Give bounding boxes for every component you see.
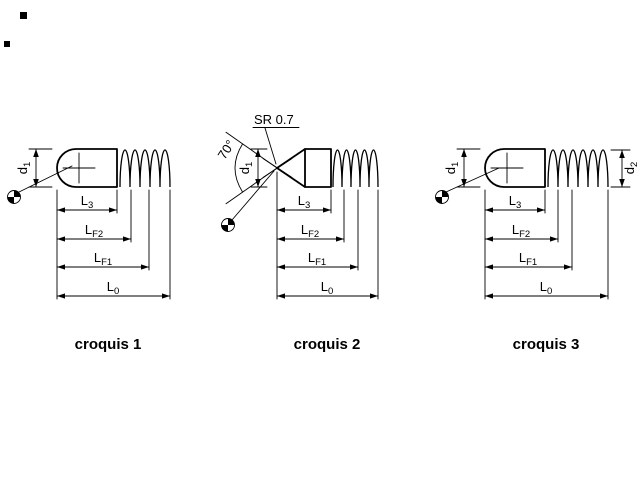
dimension-lf1: LF1: [484, 250, 573, 270]
dimension-label-l3: L3: [81, 193, 94, 211]
dimension-lf2: LF2: [484, 222, 559, 242]
dimension-label-d1: d1: [15, 162, 33, 175]
plunger-body: [484, 148, 546, 188]
datum-symbol: [7, 165, 73, 204]
plunger-body-pointed: [276, 148, 332, 188]
dimension-lf1: LF1: [276, 250, 359, 270]
dimension-label-d2: d2: [622, 162, 640, 175]
dimension-label-lf2: LF2: [85, 222, 103, 240]
dimension-label-l0: L0: [540, 279, 553, 297]
dimension-d2: d2: [610, 149, 640, 188]
spring: [332, 149, 379, 188]
dimension-label-d1: d1: [237, 162, 255, 175]
dimension-lf1: LF1: [56, 250, 150, 270]
print-mark: [4, 41, 10, 47]
extension-lines: [276, 171, 379, 300]
print-mark: [20, 12, 27, 19]
dimension-lf2: LF2: [56, 222, 132, 242]
dimension-l3: L3: [56, 193, 118, 213]
sphere-radius-callout: SR 0.7: [252, 112, 300, 165]
extension-lines: [56, 189, 171, 300]
extension-lines: [484, 189, 609, 300]
dimension-d1: d1: [15, 148, 53, 188]
dimension-label-lf2: LF2: [512, 222, 530, 240]
dimension-l3: L3: [276, 193, 332, 213]
dimension-label-l0: L0: [107, 279, 120, 297]
croquis-2: 70° SR 0.7 d1: [215, 112, 379, 353]
caption-croquis-1: croquis 1: [75, 336, 142, 353]
caption-croquis-2: croquis 2: [294, 336, 361, 353]
dimension-label-l0: L0: [321, 279, 334, 297]
dimension-l0: L0: [56, 279, 171, 299]
dimension-d1: d1: [237, 148, 268, 188]
dimension-label-lf1: LF1: [519, 250, 537, 268]
dimension-l0: L0: [484, 279, 609, 299]
center-cross: [490, 152, 524, 184]
datum-symbol: [221, 170, 275, 232]
croquis-1: d1 L3 LF2: [7, 148, 171, 353]
sphere-radius-label: SR 0.7: [254, 112, 294, 127]
dimension-l0: L0: [276, 279, 379, 299]
datum-symbol: [435, 167, 500, 204]
dimension-label-lf1: LF1: [308, 250, 326, 268]
angle-label: 70°: [215, 137, 238, 162]
dimension-label-l3: L3: [298, 193, 311, 211]
dimension-label-lf2: LF2: [301, 222, 319, 240]
dimension-label-lf1: LF1: [94, 250, 112, 268]
plunger-body: [56, 148, 118, 188]
spring: [547, 149, 609, 188]
dimension-d1: d1: [443, 148, 481, 188]
dimension-label-d1: d1: [443, 162, 461, 175]
dimension-l3: L3: [484, 193, 546, 213]
croquis-3: d1 d2 L3: [435, 148, 640, 353]
spring: [119, 149, 171, 188]
dimension-label-l3: L3: [509, 193, 522, 211]
dimension-lf2: LF2: [276, 222, 345, 242]
caption-croquis-3: croquis 3: [513, 336, 580, 353]
